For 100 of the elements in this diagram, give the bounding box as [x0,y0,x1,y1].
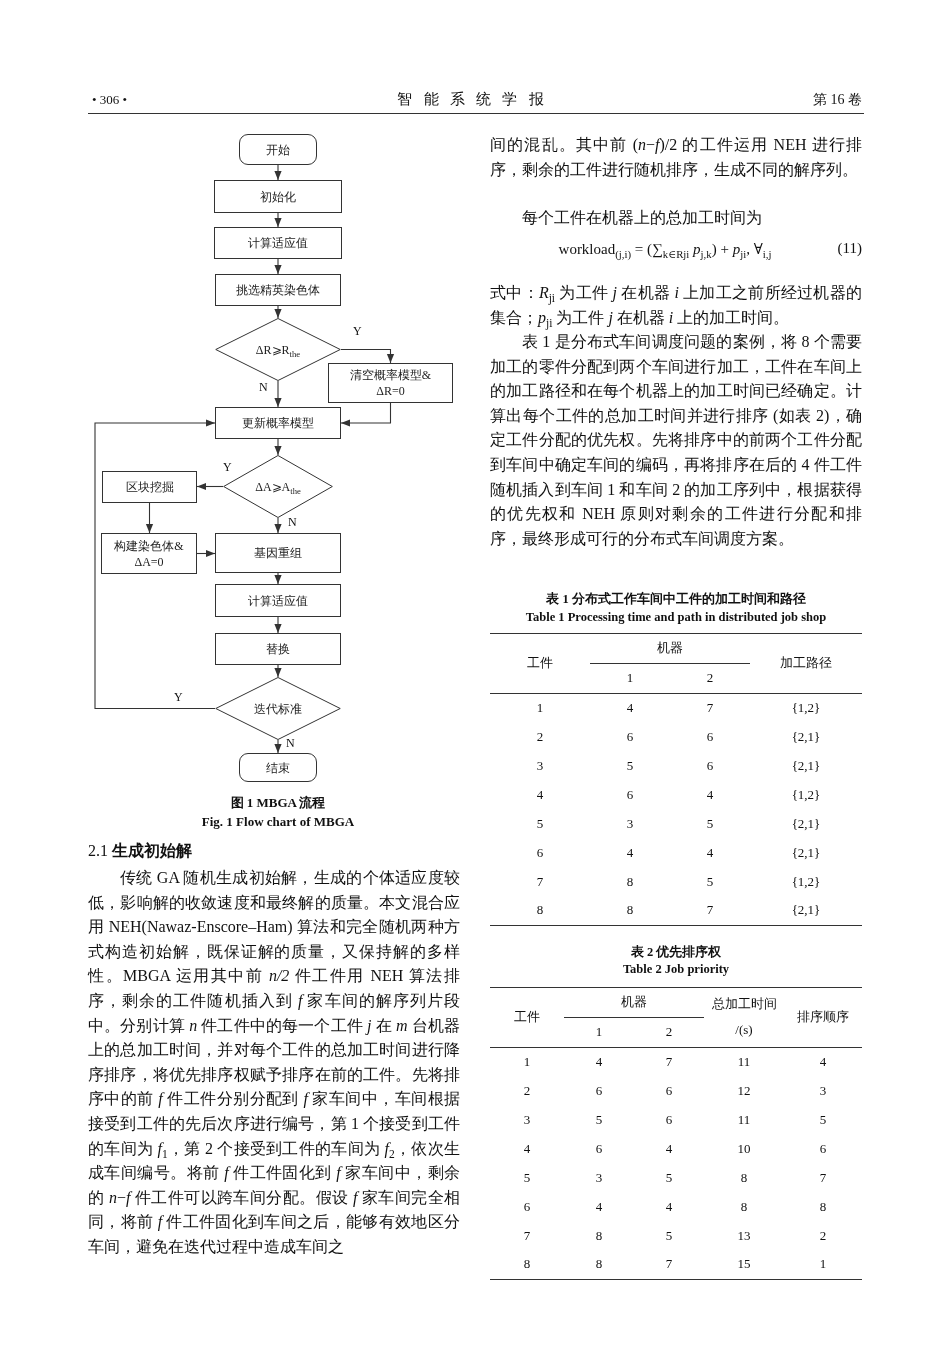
table-header-cell: 2 [670,663,750,694]
table-cell-text: 2 [818,1226,828,1245]
table-cell-text: 2 [522,1082,532,1101]
table-cell-text: 4 [535,785,545,804]
arrow [274,517,282,534]
edge-label: N [258,381,269,394]
table-cell-text: 5 [664,1226,674,1245]
table-cell: 4 [590,693,670,723]
table-cell-text: 5 [664,1168,674,1187]
table-cell-text: 2 [535,728,545,747]
body-paragraph: 间的混乱。其中前 (n−f)/2 的工件运用 NEH 进行排序，剩余的工件进行随机排序，生成不同的解序列。 [490,135,862,180]
arrow [274,572,282,585]
process-box: 计算适应值 [214,227,342,259]
process-box: 初始化 [214,180,342,213]
arrow [274,380,282,408]
table-cell-text: {2,1} [790,757,822,775]
process-box: 区块挖掘 [102,471,197,503]
table-cell: 8 [490,896,590,926]
table-cell-text: 8 [818,1197,828,1216]
table-cell-text: 6 [594,1139,604,1158]
table-cell-text: 10 [736,1139,752,1158]
page-number: • 306 • [92,92,129,108]
arrow [94,419,216,710]
arrow [145,502,154,534]
terminal-box: 开始 [239,134,317,165]
equation-number: (11) [836,240,862,257]
table-cell-text: 8 [739,1168,749,1187]
process-box: 挑选精英染色体 [215,274,341,306]
process-box: 基因重组 [215,533,341,573]
table-cell: 1 [490,693,590,723]
table-cell-text: 6 [535,843,545,862]
table-cell-text: 6 [818,1139,828,1158]
journal-name: 智能系统学报 [396,90,556,109]
table-cell-text: 5 [535,814,545,833]
table-cell-text: 5 [705,872,715,891]
table-cell: 1 [784,1250,862,1280]
arrow [274,258,282,275]
table-cell-text: 6 [705,728,715,747]
process-box: 清空概率模型& ΔR=0 [328,363,453,403]
table-cell-text: 3 [594,1168,604,1187]
table-cell: 7 [670,896,750,926]
formula: workload$_{(j,i)}$ = (∑$_{k∈Rji}$ p$_{j,k}$) + p$_{ji}$, ∀$_{i,j}$ [557,240,773,258]
table-header-cell: 总加工时间 /(s) [704,987,784,1048]
body-paragraph: 式中：R$_{ji}$ 为工件 j 在机器 i 上加工之前所经过机器的集合；p$_{ji}$ 为工件 j 在机器 i 上的加工时间。 [490,283,862,331]
table-header-cell: 1 [590,663,670,694]
body-paragraph: 表 1 是分布式车间调度问题的案例，将 8 个需要加工的零件分配到两个车间进行加工，工件在车间上的加工路径和在每个机器上的加工时间已经确定。计算出每个工件的总加工时间并进行排序 (如表 2)，确定工件分配的优先权。先将排序中的前两个工件分配到车间中确定车间的编码，再将排序在后的 4 件工件随机插入到车间 1 和车间 2 的加工序列中，根据获得的优先权和 NEH 原则对剩余的工件进行分配和排序，最终形成可行的分布式车间调度方案。 [490,332,862,549]
arrow [274,212,282,228]
table-caption: 表 2 优先排序权 [629,944,723,961]
table-cell-text: 6 [664,1082,674,1101]
table-cell-text: 4 [522,1139,532,1158]
figure-caption: Fig. 1 Flow chart of MBGA [200,814,356,830]
table-cell-text: 5 [818,1111,828,1129]
table-cell: 7 [670,693,750,723]
arrow [274,305,282,319]
process-box: 构建染色体& ΔA=0 [101,533,197,574]
table-cell-text: 5 [705,814,715,833]
arrow [274,438,282,456]
table-cell: 7 [634,1250,704,1280]
decision-diamond: 迭代标准 [215,677,341,740]
table-cell: 8 [590,896,670,926]
table-cell-text: 4 [705,785,715,804]
table-cell-text: 3 [818,1082,828,1101]
table-caption: Table 1 Processing time and path in distributed job shop [524,610,828,625]
table-cell-text: 5 [594,1111,604,1129]
arrow [274,739,282,754]
table-cell: {2,1} [750,896,862,926]
terminal-box: 结束 [239,753,317,782]
table-cell: 4 [784,1047,862,1077]
body-paragraph: 传统 GA 随机生成初始解，生成的个体适应度较低，影响解的收敛速度和最终解的质量。本文混合应用 NEH(Nawaz-Enscore–Ham) 算法和完全随机两种方式构造初始解，既保证解的质量，又保持解的多样性。MBGA 运用其中前 n/2 件工件用 NEH 算法排序，剩余的工件随机插入到 f 家车间的解序列片段中。分别计算 n 件工件中的每一个工件 j 在 m 台机器上的总加工时间，并对每个工件的总加工时间进行降序排序，将优先排序权赋予排序在前的工件。先将排序中的前 f 件工件分别分配到 f 家车间中，车间根据接受到工件的先后次序进行编号，第 1 个接受到工件的车间为 f$_{1}$，第 2 个接受到工件的车间为 f$_{2}$，依次生成车间编号。将前 f 件工件固化到 f 家车间中，剩余的 n−f 件工件可以跨车间分配。假设 f 家车间完全相同，将前 f 件工件固化到车间之后，能够有效地区分车间，避免在迭代过程中造成车间之 [88,868,460,1257]
table-cell-text: 7 [522,1226,532,1245]
table-header-cell: 1 [564,1017,634,1048]
arrow [196,482,224,491]
arrow [340,348,395,364]
table-cell-text: 4 [664,1139,674,1158]
table-caption: Table 2 Job priority [621,962,731,977]
table-cell: 8 [490,1250,564,1280]
table-cell-text: 3 [535,757,545,775]
table-cell-text: 3 [522,1111,532,1129]
table-header-cell: 2 [634,1017,704,1048]
process-box: 替换 [215,633,341,665]
process-box: 计算适应值 [215,584,341,617]
table-cell-text: 8 [594,1226,604,1245]
table-cell-text: {2,1} [790,728,822,747]
table-cell-text: 12 [736,1082,752,1101]
figure-caption: 图 1 MBGA 流程 [229,794,327,812]
edge-label: N [285,737,296,750]
table-header-cell: 工件 [490,633,590,694]
table-cell-text: 6 [625,728,635,747]
table-cell-text: {1,2} [790,785,822,804]
table-cell-text: 7 [818,1168,828,1187]
arrow [274,664,282,678]
table-cell-text: 8 [739,1197,749,1216]
decision-diamond: ΔR⩾R$_{the}$ [215,318,341,381]
table-header-cell: 机器 [590,633,750,664]
table-cell: 1 [490,1047,564,1077]
edge-label: Y [222,461,233,474]
table-cell-text: 6 [522,1197,532,1216]
table-cell-text: 6 [705,757,715,775]
body-paragraph: 每个工件在机器上的总加工时间为 [521,208,763,228]
table-cell-text: {2,1} [790,843,822,862]
